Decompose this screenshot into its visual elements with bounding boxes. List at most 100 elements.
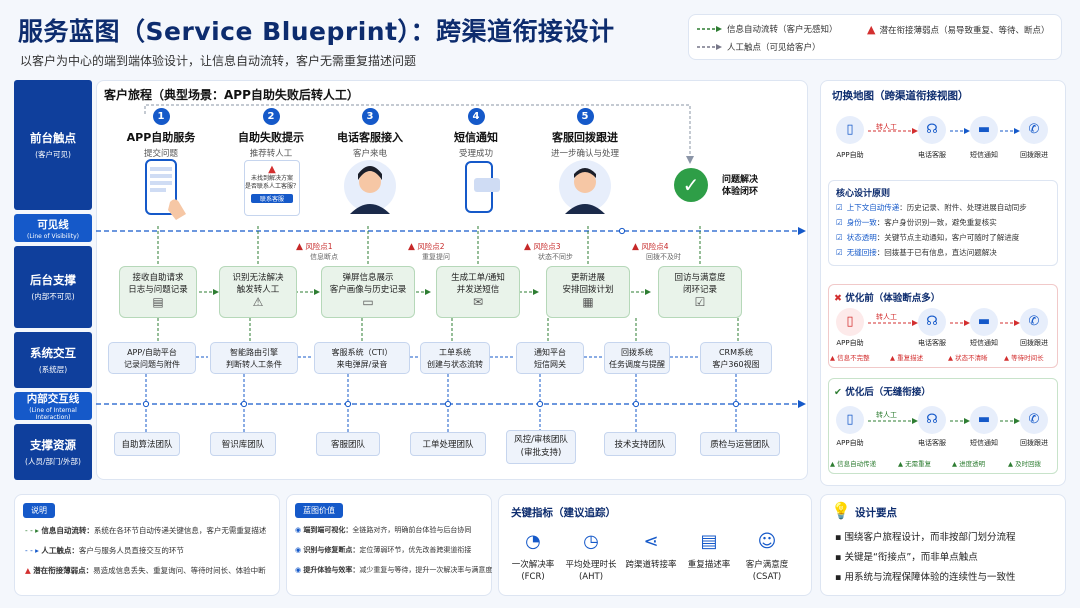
value-box: 蓝图价值 ◉ 端到端可视化：全链路对齐，明确前台体验与后台协同 ◉ 识别与修复断… [286,494,492,596]
before-tag-3: ▲ 状态不清晰 [948,354,988,362]
chat-icon: ▬ [970,308,998,336]
channel-label-phone: 电话客服 [918,151,946,159]
kpi-fcr: ◔一次解决率(FCR) [511,531,555,582]
after-flow-arrows [868,418,1020,424]
system-crm: CRM系统客户360视图 [700,342,772,374]
kpi-transfer: ⋖跨渠道转接率 [625,531,677,570]
pie-icon: ◔ [525,531,541,552]
fail-popup-text: 未找到解决方案 是否联系人工客服？ [245,175,300,190]
fail-popup: ▲ 未找到解决方案 是否联系人工客服？ 联系客服 [244,160,300,216]
document-icon: ▤ [152,295,164,309]
before-label-callback: 回拨跟进 [1020,339,1048,347]
principle-1: ☑上下文自动传递：历史记录、附件、处理进展自动同步 [836,203,1027,212]
value-title: 蓝图价值 [295,503,343,518]
legend: 信息自动流转（客户无感知） 人工触点（可见给客户） ▲ 潜在衔接薄弱点（易导致重… [688,14,1062,60]
map-title: 切换地图（跨渠道衔接视图） [832,90,969,102]
contact-agent-button[interactable]: 联系客服 [251,194,293,203]
callback-phone-icon: ✆ [1020,308,1048,336]
kpi-csat: ☺客户满意度(CSAT) [745,531,789,582]
headset-icon: ☊ [918,116,946,144]
note-2: - - ▸ 人工触点：客户与服务人员直接交互的环节 [25,546,184,555]
before-flow-arrows [868,320,1020,326]
kpi-repeat: ▤重复描述率 [687,531,731,570]
principle-4: ☑无缝回接：回拨基于已有信息，直达问题解决 [836,248,997,257]
note-1: - - ▸ 信息自动流转：系统在各环节自动传递关键信息，客户无需重复描述 [25,526,267,535]
document-icon: ▤ [700,531,718,552]
design-point-3: ▪ 用系统与流程保障体验的连续性与一致性 [835,572,1016,583]
principle-2: ☑身份一致：客户身份识别一致，避免重复核实 [836,218,997,227]
chat-icon: ▬ [970,406,998,434]
before-tag-4: ▲ 等待时间长 [1004,354,1044,362]
after-title: ✔ 优化后（无缝衔接） [834,387,931,398]
design-point-1: ▪ 围绕客户旅程设计，而非按部门划分流程 [835,532,1016,543]
lane-system: 系统交互(系统层) [14,332,92,388]
system-callback: 回拨系统任务调度与提醒 [604,342,670,374]
support-team-1: 自助算法团队 [114,432,180,456]
support-team-4: 工单处理团队 [410,432,486,456]
value-2: ◉ 识别与修复断点：定位薄弱环节，优先改善跨渠道衔接 [295,546,472,554]
resolved-label: 问题解决 体验闭环 [722,175,759,197]
lightbulb-icon: 💡 [831,501,851,520]
legend-risk-label: 潜在衔接薄弱点（易导致重复、等待、断点） [879,25,1050,36]
after-label-callback: 回拨跟进 [1020,439,1048,447]
warning-icon: ⚠ [252,295,264,309]
lane-line-of-visibility: 可见线(Line of Visibility) [14,214,92,242]
principles-box [828,180,1058,266]
before-title: ✖ 优化前（体验断点多） [834,293,941,304]
kpi-title: 关键指标（建议追踪） [511,507,616,519]
principles-title: 核心设计原则 [836,189,891,199]
after-label-phone: 电话客服 [918,439,946,447]
lane-backstage: 后台支撑(内部不可见) [14,246,92,328]
headset-icon: ☊ [918,308,946,336]
design-box: 💡 设计要点 ▪ 围绕客户旅程设计，而非按部门划分流程 ▪ 关键是“衔接点”，而… [820,494,1066,596]
support-team-5: 风控/审核团队 (审批支持) [506,430,576,464]
legend-risk: ▲ 潜在衔接薄弱点（易导致重复、等待、断点） [867,23,1049,36]
value-1: ◉ 端到端可视化：全链路对齐，明确前台体验与后台协同 [295,526,472,534]
design-title: 设计要点 [855,507,897,519]
clipboard-check-icon: ☑ [694,295,706,309]
monitor-icon: ▭ [362,295,374,309]
mail-icon: ✉ [472,295,484,309]
check-circle-icon: ✔ [834,387,842,398]
support-team-3: 客服团队 [316,432,380,456]
after-tag-1: ▲ 信息自动传递 [830,460,877,468]
backstage-step-5: 更新进展安排回拨计划▦ [546,266,630,318]
backstage-step-6: 回访与满意度闭环记录☑ [658,266,742,318]
check-icon: ✓ [674,168,708,202]
notes-box: 说明 - - ▸ 信息自动流转：系统在各环节自动传递关键信息，客户无需重复描述 … [14,494,280,596]
principle-3: ☑状态透明：关键节点主动通知，客户可随时了解进度 [836,233,1020,242]
lane-support: 支撑资源(人员/部门/外部) [14,424,92,480]
phone-app-icon [145,159,186,220]
sms-phone-icon [465,161,500,213]
channel-flow-arrows [868,128,1020,134]
lane-line-of-internal: 内部交互线(Line of Internal Interaction) [14,392,92,421]
legend-auto-flow: 信息自动流转（客户无感知） [697,23,838,35]
phone-icon: ▯ [836,406,864,434]
phone-icon: ▯ [836,308,864,336]
note-3: ▲ 潜在衔接薄弱点：易造成信息丢失、重复询问、等待时间长、体验中断 [25,566,266,575]
journey-title: 客户旅程（典型场景：APP自助失败后转人工） [104,88,359,102]
system-ticket: 工单系统创建与状态流转 [420,342,490,374]
after-transfer-label: 转人工 [876,411,897,419]
before-label-sms: 短信通知 [970,339,998,347]
after-tag-4: ▲ 及时回拨 [1008,460,1042,468]
backstage-step-4: 生成工单/通知并发送短信✉ [436,266,520,318]
phone-icon: ▯ [836,116,864,144]
before-box [828,284,1058,368]
value-3: ◉ 提升体验与效率：减少重复与等待，提升一次解决率与满意度 [295,566,493,574]
clock-icon: ◷ [583,531,599,552]
dashed-green-arrow-icon [697,26,722,32]
after-tag-2: ▲ 无需重复 [898,460,932,468]
backstage-step-3: 弹屏信息展示客户画像与历史记录▭ [321,266,415,318]
chat-icon: ▬ [970,116,998,144]
warning-icon: ▲ [867,23,876,36]
share-icon: ⋖ [643,531,659,552]
support-team-6: 技术支持团队 [604,432,676,456]
callback-phone-icon: ✆ [1020,116,1048,144]
calendar-icon: ▦ [582,295,594,309]
